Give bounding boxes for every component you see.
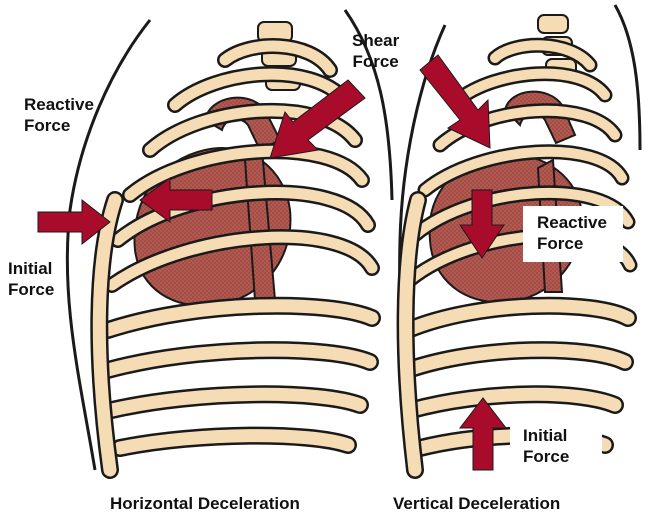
label-line: Reactive xyxy=(24,94,94,115)
label-line: Reactive xyxy=(537,212,607,233)
shear-force-label: Shear Force xyxy=(352,30,399,72)
label-line: Force xyxy=(523,446,569,467)
right-initial-force-label: Initial Force xyxy=(523,425,569,467)
label-line: Shear xyxy=(352,30,399,51)
label-line: Force xyxy=(24,115,94,136)
label-line: Force xyxy=(352,51,399,72)
left-rib-cage xyxy=(38,10,392,470)
left-caption: Horizontal Deceleration xyxy=(110,494,300,514)
label-line: Initial xyxy=(523,425,569,446)
right-reactive-force-label: Reactive Force xyxy=(537,212,607,254)
right-caption: Vertical Deceleration xyxy=(393,494,560,514)
left-initial-force-label: Initial Force xyxy=(8,258,54,300)
label-line: Force xyxy=(537,233,607,254)
label-line: Initial xyxy=(8,258,54,279)
left-reactive-force-label: Reactive Force xyxy=(24,94,94,136)
label-line: Force xyxy=(8,279,54,300)
